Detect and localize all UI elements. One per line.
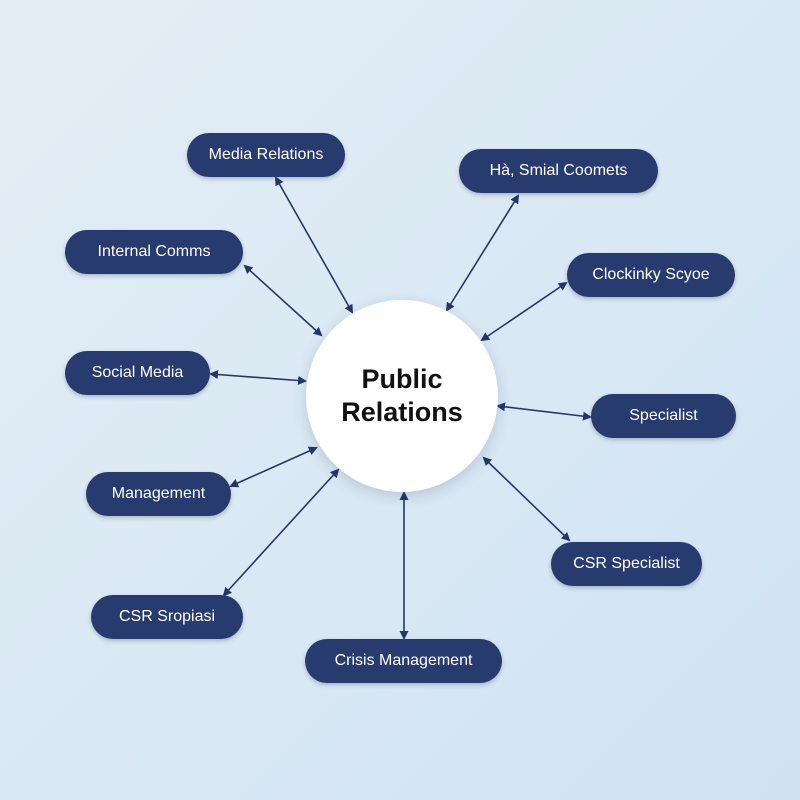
connector-csr-specialist	[482, 456, 571, 542]
node-clockinky: Clockinky Scyoe	[567, 253, 735, 297]
node-csr-specialist: CSR Specialist	[551, 542, 702, 586]
central-hub: Public Relations	[306, 300, 498, 492]
node-label: Clockinky Scyoe	[592, 266, 710, 283]
node-label: Hà, Smial Coomets	[489, 162, 628, 179]
connector-specialist	[496, 402, 592, 421]
connector-media-relations	[275, 176, 353, 314]
node-label: CSR Sropiasi	[118, 608, 216, 625]
connector-internal-comms	[243, 264, 323, 337]
node-internal-comms: Internal Comms	[65, 230, 243, 274]
node-crisis-management: Crisis Management	[305, 639, 502, 683]
node-specialist: Specialist	[591, 394, 736, 438]
connector-clockinky-node	[480, 281, 568, 342]
connector-management	[229, 446, 318, 488]
node-label: Media Relations	[208, 146, 324, 163]
node-label: Crisis Management	[334, 652, 473, 669]
node-label: CSR Specialist	[573, 555, 680, 572]
hub-label: Public Relations	[341, 363, 463, 429]
node-label: Management	[111, 485, 206, 502]
connector-csr-sropiasi	[222, 468, 340, 597]
node-label: Specialist	[629, 407, 698, 424]
hub-label-line-2: Relations	[341, 397, 463, 427]
node-media-relations: Media Relations	[187, 133, 345, 177]
node-label: Internal Comms	[97, 243, 211, 260]
connector-social-media	[209, 370, 307, 385]
connector-top-right-node	[445, 194, 520, 312]
node-management: Management	[86, 472, 231, 516]
node-top-right: Hà, Smial Coomets	[459, 149, 658, 193]
node-label: Social Media	[91, 364, 184, 381]
hub-label-line-1: Public	[361, 364, 443, 394]
node-social-media: Social Media	[65, 351, 210, 395]
node-csr-sropiasi: CSR Sropiasi	[91, 595, 243, 639]
